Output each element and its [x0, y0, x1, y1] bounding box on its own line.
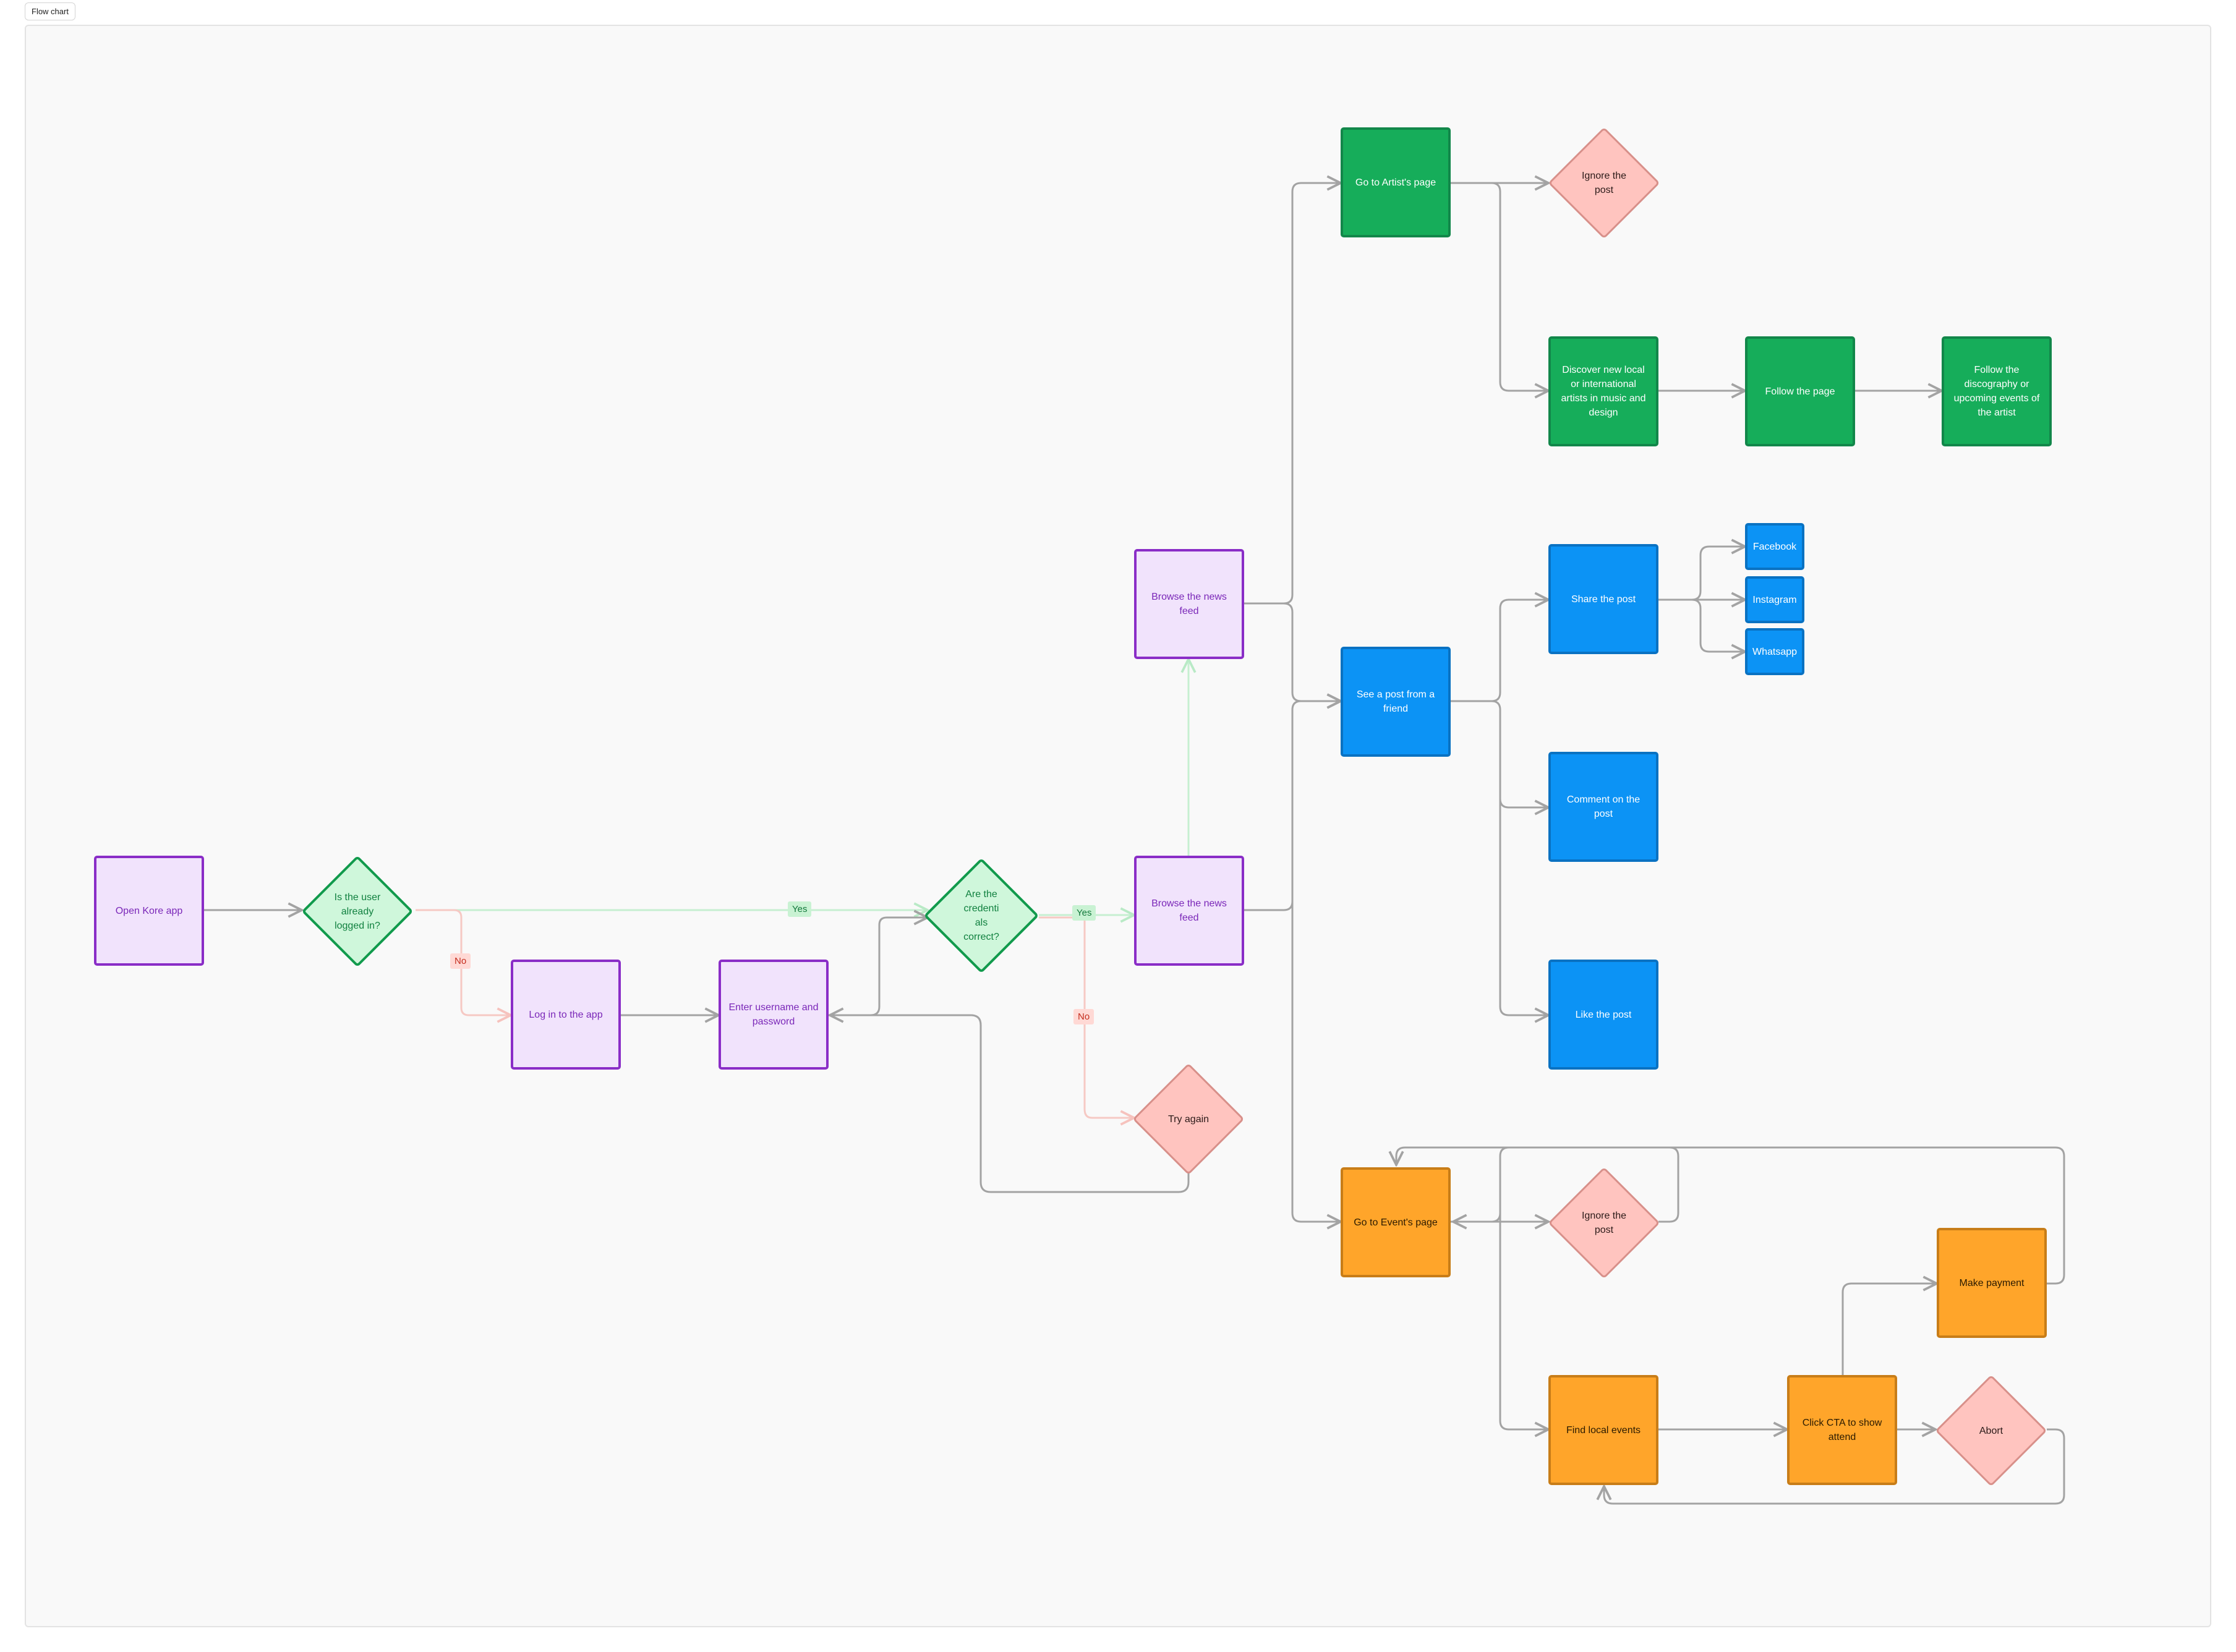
node-whatsapp[interactable]: Whatsapp	[1745, 628, 1804, 675]
node-follow-discography[interactable]: Follow the discography or upcoming event…	[1942, 336, 2052, 446]
decision-credentials-text: Are the credenti als correct?	[963, 889, 999, 942]
edge-creds-to-q	[827, 918, 928, 1016]
node-ignore-post-artist[interactable]: Ignore the post	[1548, 127, 1660, 239]
edge-artist-to-discover	[1451, 182, 1548, 391]
edge-label-no-credentials: No	[1073, 1009, 1095, 1024]
edge-post-to-comment	[1451, 700, 1548, 807]
node-try-again[interactable]: Try again	[1132, 1063, 1245, 1175]
node-abort[interactable]: Abort	[1935, 1374, 2047, 1487]
node-ignore-post-event-text: Ignore the post	[1581, 1211, 1627, 1235]
node-instagram[interactable]: Instagram	[1745, 576, 1804, 623]
decision-logged-in-text: Is the user already logged in?	[334, 892, 381, 931]
node-click-cta[interactable]: Click CTA to show attend	[1787, 1375, 1897, 1485]
edge-event-to-find	[1499, 1213, 1548, 1429]
decision-credentials[interactable]: Are the credenti als correct?	[923, 851, 1039, 981]
edge-post-to-share	[1451, 600, 1548, 702]
decision-logged-in[interactable]: Is the user already logged in?	[301, 855, 414, 968]
node-find-events[interactable]: Find local events	[1548, 1375, 1658, 1485]
node-browse-feed-bottom[interactable]: Browse the news feed	[1134, 856, 1244, 966]
node-open-app[interactable]: Open Kore app	[94, 856, 204, 966]
edge-feedtop-to-artist	[1243, 183, 1341, 605]
edge-label-yes-logged-in: Yes	[788, 901, 812, 917]
node-abort-text: Abort	[1979, 1425, 2003, 1436]
node-ignore-post-event[interactable]: Ignore the post	[1548, 1167, 1660, 1279]
frame-label[interactable]: Flow chart	[25, 2, 75, 20]
edge-creds-no	[1039, 916, 1134, 1118]
node-comment-post[interactable]: Comment on the post	[1548, 752, 1658, 862]
node-enter-credentials[interactable]: Enter username and password	[719, 960, 829, 1070]
node-follow-page[interactable]: Follow the page	[1745, 336, 1855, 446]
edge-cta-to-payment	[1841, 1284, 1937, 1375]
node-discover-artists[interactable]: Discover new local or international arti…	[1548, 336, 1658, 446]
node-try-again-text: Try again	[1167, 1113, 1210, 1125]
edge-payment-back-to-event	[1396, 1146, 2065, 1285]
node-make-payment[interactable]: Make payment	[1937, 1228, 2047, 1338]
flowchart-canvas	[25, 25, 2211, 1627]
edge-share-to-facebook	[1658, 547, 1745, 601]
edge-feedbot-to-post	[1243, 701, 1341, 911]
node-artist-page[interactable]: Go to Artist's page	[1341, 127, 1451, 237]
edge-abort-back-to-find	[1604, 1428, 2065, 1505]
node-facebook[interactable]: Facebook	[1745, 523, 1804, 570]
node-browse-feed-top[interactable]: Browse the news feed	[1134, 549, 1244, 659]
node-share-post[interactable]: Share the post	[1548, 544, 1658, 654]
edge-label-no-logged-in: No	[450, 953, 471, 969]
node-login[interactable]: Log in to the app	[511, 960, 621, 1070]
edge-share-to-whatsapp	[1658, 598, 1745, 652]
edge-label-yes-credentials: Yes	[1072, 905, 1096, 921]
edge-post-to-like	[1499, 799, 1548, 1015]
node-like-post[interactable]: Like the post	[1548, 960, 1658, 1070]
edge-feedbot-to-event	[1291, 901, 1341, 1222]
edge-feedtop-to-post	[1243, 602, 1341, 701]
node-ignore-post-artist-text: Ignore the post	[1581, 171, 1627, 195]
node-event-page[interactable]: Go to Event's page	[1341, 1167, 1451, 1277]
node-see-post[interactable]: See a post from a friend	[1341, 647, 1451, 757]
edge-tryagain-back	[830, 1015, 1190, 1193]
